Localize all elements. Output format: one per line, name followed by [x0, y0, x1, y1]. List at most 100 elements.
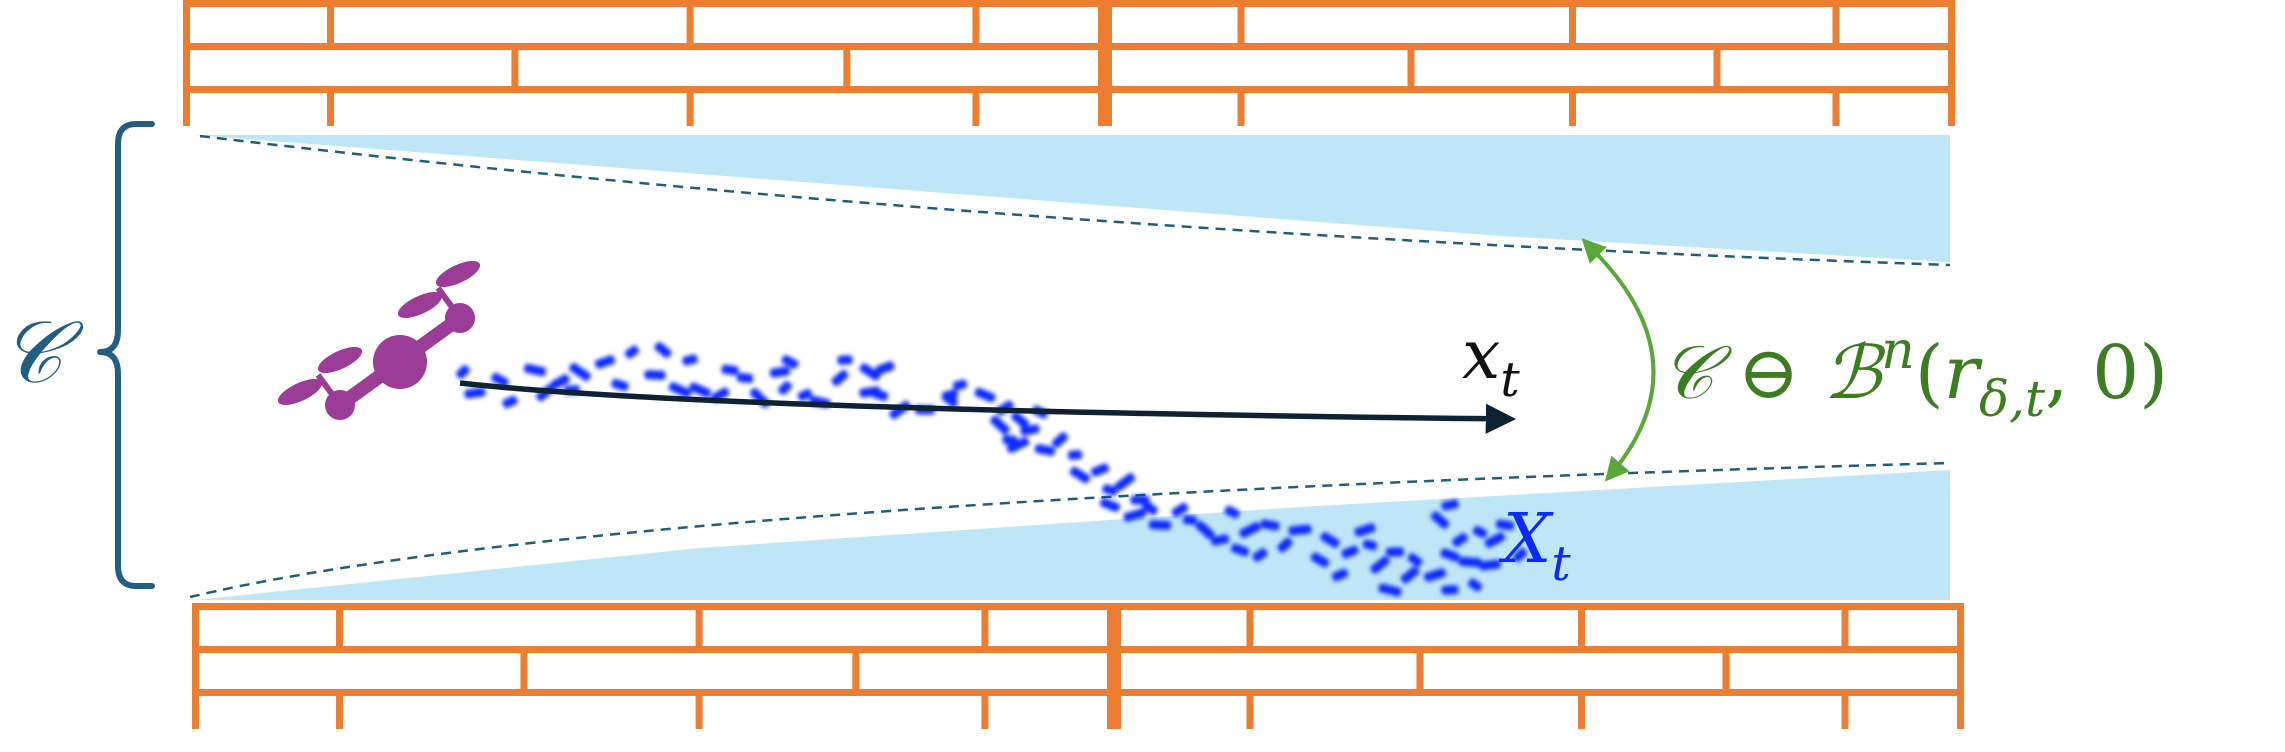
sample-point: [1067, 450, 1083, 460]
constraint-set-label: 𝒞: [0, 303, 84, 403]
sample-point: [1288, 524, 1312, 536]
sample-point: [831, 369, 849, 387]
brick-mortar: [1244, 7, 1569, 43]
brick-mortar: [334, 7, 687, 43]
brick-mortar: [343, 610, 696, 646]
sample-point: [1341, 545, 1359, 559]
brick-mortar: [1253, 696, 1578, 732]
quadrotor-drone-icon: [277, 260, 481, 420]
brick-mortar: [693, 93, 973, 129]
brick-mortar: [1112, 93, 1238, 129]
sample-point: [1090, 463, 1110, 477]
bottom-brick-wall: [192, 603, 1964, 732]
brick-mortar: [343, 696, 696, 732]
brick-mortar: [1585, 696, 1842, 732]
sample-point: [721, 364, 739, 376]
brick-mortar: [850, 50, 1098, 86]
sample-point: [1069, 466, 1091, 484]
brick-mortar: [334, 93, 687, 129]
sample-point: [1378, 583, 1402, 597]
sample-point: [1210, 534, 1230, 546]
sample-point: [1407, 553, 1423, 567]
sample-point: [952, 379, 968, 391]
brick-mortar: [190, 50, 512, 86]
sample-point: [1362, 539, 1378, 551]
sample-point: [1430, 511, 1450, 529]
sample-point: [1114, 472, 1136, 492]
sample-point: [1230, 543, 1250, 557]
sample-point: [1142, 500, 1158, 516]
brick-mortar: [979, 7, 1098, 43]
sample-point-cloud: [456, 342, 1528, 597]
tightened-margin-arrow: [1581, 238, 1656, 482]
brick-mortar: [1414, 50, 1714, 86]
brick-mortar: [1848, 610, 1957, 646]
brick-mortar: [988, 610, 1107, 646]
sample-point: [1277, 537, 1293, 553]
sample-point: [1331, 568, 1349, 582]
brick-mortar: [199, 653, 521, 689]
sample-point: [1239, 522, 1261, 538]
brick-mortar: [1121, 696, 1247, 732]
sample-point: [668, 382, 692, 398]
nominal-trajectory-arrow: [459, 380, 1517, 434]
brick-mortar: [1729, 653, 1957, 689]
sample-point: [491, 372, 509, 388]
brick-mortar: [1253, 610, 1578, 646]
sample-point: [1441, 499, 1459, 511]
sample-point: [1451, 533, 1469, 547]
sample-point: [778, 381, 792, 395]
sample-point: [859, 363, 881, 381]
sample-point: [1123, 508, 1147, 522]
sample-point: [611, 378, 629, 392]
sample-point: [569, 363, 591, 381]
brick-mortar: [190, 93, 328, 129]
sample-point: [502, 395, 518, 409]
sample-point: [523, 363, 547, 377]
nominal-trajectory-label: xt: [1462, 316, 1520, 408]
sample-point: [1440, 548, 1460, 562]
bottom-margin-region: [195, 470, 1950, 600]
sample-point: [1252, 548, 1268, 562]
brick-mortar: [988, 696, 1107, 732]
sample-point: [1182, 515, 1198, 525]
brick-mortar: [702, 610, 982, 646]
sample-point: [1512, 547, 1528, 563]
sample-point: [859, 386, 881, 398]
sample-point: [974, 387, 996, 403]
sample-point: [682, 354, 698, 366]
sample-point: [464, 387, 486, 399]
sample-point: [1441, 585, 1459, 595]
brick-mortar: [190, 7, 328, 43]
sample-point: [689, 382, 711, 398]
sample-point: [624, 345, 640, 359]
tightened-set-label: 𝒞 ⊖ ℬn(rδ,t, 0): [1660, 321, 2168, 428]
sample-point: [1034, 444, 1056, 456]
sample-point: [1423, 568, 1447, 582]
sample-point: [749, 388, 771, 408]
brick-mortar: [199, 610, 337, 646]
constraint-set-brace: [97, 121, 155, 589]
sample-point: [1148, 520, 1172, 530]
sample-point: [1102, 484, 1118, 496]
sample-point: [1458, 556, 1482, 568]
brick-mortar: [527, 653, 853, 689]
sample-point: [1400, 566, 1420, 584]
brick-mortar: [1848, 696, 1957, 732]
sample-point: [654, 342, 672, 358]
brick-mortar: [1720, 50, 1948, 86]
sample-point: [1224, 505, 1240, 519]
sample-point: [875, 361, 895, 375]
sample-point: [550, 374, 570, 390]
brick-mortar: [518, 50, 844, 86]
brick-mortar: [1839, 7, 1948, 43]
brick-mortar: [1121, 610, 1247, 646]
sample-point: [594, 355, 616, 369]
sample-point: [1354, 523, 1376, 537]
brick-mortar: [199, 696, 337, 732]
sample-point: [1478, 559, 1502, 571]
sample-point: [1495, 519, 1515, 531]
sample-point: [1484, 532, 1506, 548]
brick-mortar: [1121, 653, 1417, 689]
